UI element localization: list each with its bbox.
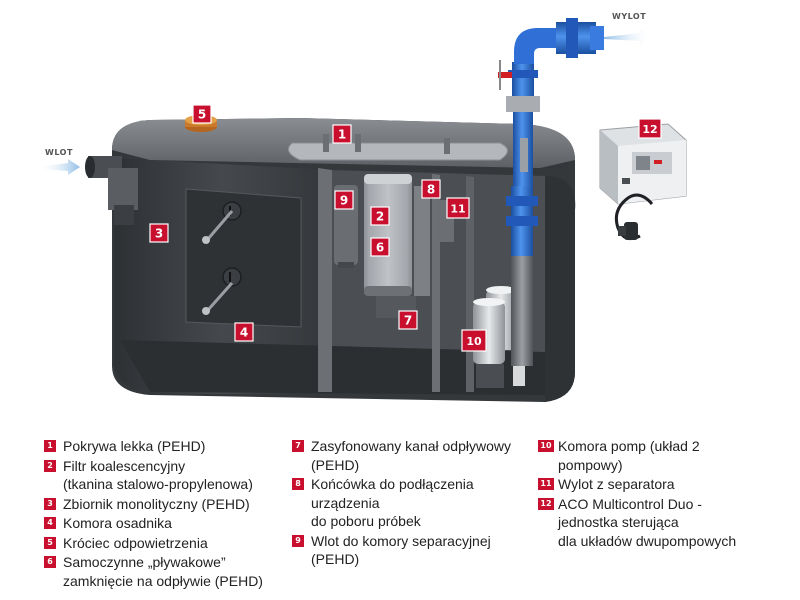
legend-item-10: 10 Komora pomp (układ 2 pompowy) — [538, 437, 788, 474]
badge-5: 5 — [192, 104, 212, 124]
legend-number-badge: 11 — [538, 478, 554, 490]
legend-text: Wlot do komory separacyjnej (PEHD) — [311, 532, 491, 568]
legend-item-9: 9 Wlot do komory separacyjnej (PEHD) — [292, 532, 532, 569]
badge-4: 4 — [234, 322, 254, 342]
legend-number-badge: 9 — [292, 534, 304, 547]
legend-text: Zasyfonowany kanał odpływowy (PEHD) — [311, 438, 511, 473]
legend-item-12: 12 ACO Multicontrol Duo - jednostka steru… — [538, 495, 788, 551]
legend-item-7: 7 Zasyfonowany kanał odpływowy (PEHD) — [292, 437, 532, 474]
badge-number: 11 — [450, 203, 465, 216]
inlet-pipe — [85, 156, 138, 225]
badge-2: 2 — [370, 206, 390, 226]
badge-number: 6 — [376, 241, 384, 255]
badge-11: 11 — [446, 197, 470, 219]
legend-number-badge: 6 — [44, 556, 56, 568]
legend-number-badge: 7 — [292, 440, 304, 452]
control-unit — [599, 123, 687, 241]
badge-8: 8 — [421, 179, 441, 199]
pump-chamber — [473, 286, 525, 388]
legend-column-3: 10 Komora pomp (układ 2 pompowy) 11 Wylot z… — [538, 437, 788, 551]
badge-number: 8 — [427, 183, 435, 197]
sampling-tube — [414, 186, 430, 296]
legend-number-badge: 12 — [538, 497, 554, 510]
outlet-flow-arrow — [604, 29, 652, 45]
legend-item-8: 8 Końcówka do podłączenia urządzenia do p… — [292, 475, 532, 531]
legend-number-badge: 3 — [44, 497, 56, 510]
legend-item-5: 5 Króciec odpowietrzenia — [44, 534, 284, 553]
badge-3: 3 — [149, 223, 169, 243]
legend-number-badge: 10 — [538, 440, 554, 452]
legend-text: Komora pomp (układ 2 pompowy) — [558, 438, 700, 473]
outlet-label: WYLOT — [612, 12, 646, 21]
legend-item-1: 1 Pokrywa lekka (PEHD) — [44, 437, 284, 456]
badge-number: 7 — [404, 314, 412, 328]
badge-number: 12 — [642, 123, 657, 136]
inlet-label: WLOT — [45, 148, 73, 157]
badge-number: 5 — [198, 108, 206, 122]
badge-number: 3 — [155, 227, 163, 241]
legend-text: Króciec odpowietrzenia — [63, 534, 208, 551]
legend-number-badge: 4 — [44, 517, 56, 529]
badge-9: 9 — [334, 190, 354, 210]
legend-item-6: 6 Samoczynne „pływakowe” zamknięcie na od… — [44, 553, 284, 590]
badge-12: 12 — [638, 118, 662, 139]
legend-text: Pokrywa lekka (PEHD) — [63, 438, 206, 454]
legend-text: Filtr koalescencyjny (tkanina stalowo-pr… — [63, 457, 253, 493]
legend-text: Wylot z separatora — [558, 476, 675, 492]
settling-panel — [185, 188, 302, 328]
legend-column-2: 7 Zasyfonowany kanał odpływowy (PEHD) 8 Koń… — [292, 437, 532, 570]
badge-number: 4 — [240, 326, 248, 340]
legend-number-badge: 5 — [44, 536, 56, 549]
badge-7: 7 — [398, 310, 418, 330]
badge-10: 10 — [461, 329, 487, 352]
legend-text: ACO Multicontrol Duo - jednostka sterują… — [558, 495, 737, 549]
badge-number: 1 — [338, 128, 346, 142]
legend-number-badge: 1 — [44, 440, 56, 452]
badge-number: 2 — [376, 210, 384, 224]
legend-text: Końcówka do podłączenia urządzenia do po… — [311, 476, 474, 529]
legend-item-4: 4 Komora osadnika — [44, 514, 284, 533]
legend-text: Samoczynne „pływakowe” zamknięcie na odp… — [63, 554, 263, 589]
legend-text: Zbiornik monolityczny (PEHD) — [63, 495, 250, 512]
light-cover — [287, 134, 508, 161]
badge-1: 1 — [332, 124, 352, 144]
legend-item-11: 11 Wylot z separatora — [538, 475, 788, 494]
legend-item-3: 3 Zbiornik monolityczny (PEHD) — [44, 495, 284, 514]
badge-number: 10 — [466, 335, 482, 348]
legend-number-badge: 2 — [44, 459, 56, 472]
badge-number: 9 — [340, 194, 348, 208]
inlet-flow-arrow — [38, 159, 80, 175]
legend-number-badge: 8 — [292, 478, 304, 490]
coalescing-filter — [364, 174, 416, 318]
legend-column-1: 1 Pokrywa lekka (PEHD) 2 Filtr koalescencyj… — [44, 437, 284, 591]
legend-text: Komora osadnika — [63, 515, 172, 531]
badge-6: 6 — [370, 237, 390, 257]
legend-item-2: 2 Filtr koalescencyjny (tkanina stalowo-p… — [44, 457, 284, 494]
outlet-riser — [498, 18, 604, 366]
